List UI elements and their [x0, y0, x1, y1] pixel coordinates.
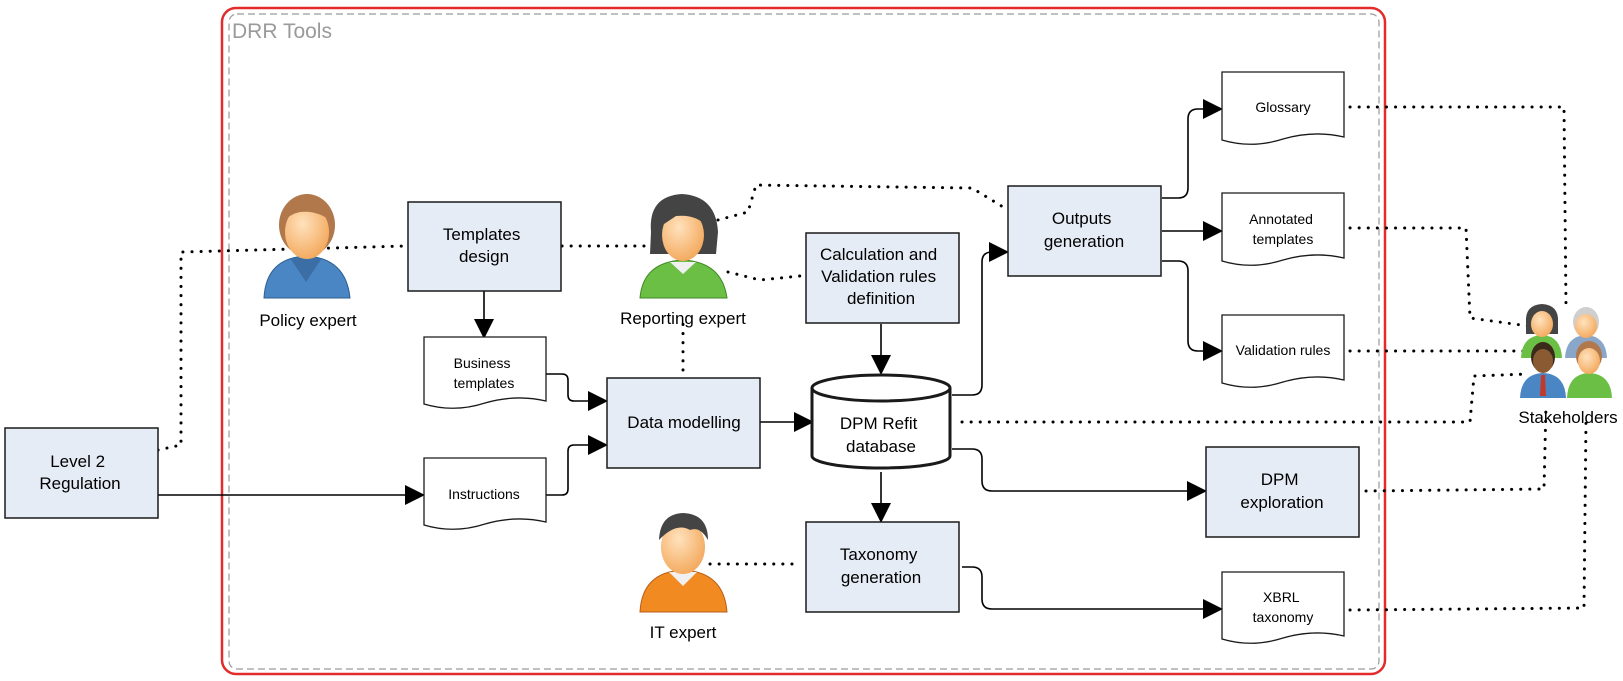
- svg-text:DPM Refit database: DPM Refit database: [840, 414, 922, 456]
- level2-regulation-box: Level 2 Regulation: [4, 427, 159, 519]
- it-expert-label: IT expert: [650, 623, 717, 642]
- svg-text:DPM exploration: DPM exploration: [1240, 470, 1323, 512]
- stakeholders-label: Stakeholders: [1518, 408, 1617, 427]
- templates-design-box: Templates design: [407, 201, 562, 292]
- svg-text:Taxonomy generation: Taxonomy generation: [840, 545, 922, 587]
- taxonomy-generation-box: Taxonomy generation: [805, 521, 960, 613]
- data-modelling-box: Data modelling: [606, 377, 761, 469]
- it-expert-icon: [639, 513, 728, 613]
- svg-text:Annotated templates: Annotated templates: [1249, 211, 1317, 247]
- svg-text:Business templates: Business templates: [454, 355, 515, 391]
- policy-expert-label: Policy expert: [259, 311, 357, 330]
- dpm-refit-database: DPM Refit database: [810, 373, 952, 470]
- business-templates-doc: Business templates: [423, 336, 547, 409]
- dpm-exploration-box: DPM exploration: [1205, 446, 1360, 538]
- svg-text:Level 2 Regulation: Level 2 Regulation: [39, 452, 120, 493]
- calculation-validation-rules-box: Calculation and Validation rules definit…: [805, 232, 960, 324]
- svg-text:Glossary: Glossary: [1255, 99, 1310, 115]
- xbrl-taxonomy-doc: XBRL taxonomy: [1221, 571, 1345, 644]
- svg-text:Data modelling: Data modelling: [627, 413, 740, 432]
- outputs-generation-box: Outputs generation: [1007, 185, 1162, 277]
- instructions-doc: Instructions: [423, 457, 547, 530]
- svg-text:Calculation and Validati: Calculation and Validation rules definit…: [820, 245, 942, 308]
- stakeholders-icon: [1520, 304, 1612, 398]
- glossary-doc: Glossary: [1221, 71, 1345, 145]
- svg-text:Validation rules: Validation rules: [1236, 342, 1331, 358]
- annotated-templates-doc: Annotated templates: [1221, 192, 1345, 266]
- reporting-expert-label: Reporting expert: [620, 309, 746, 328]
- svg-text:Instructions: Instructions: [448, 486, 520, 502]
- validation-rules-doc: Validation rules: [1221, 314, 1345, 388]
- frame-title: DRR Tools: [232, 20, 332, 43]
- svg-text:XBRL taxonomy: XBRL taxonomy: [1253, 589, 1314, 625]
- reporting-expert-icon: [639, 194, 728, 299]
- policy-expert-icon: [263, 194, 351, 299]
- svg-text:Outputs generation: Outputs generation: [1044, 209, 1124, 251]
- svg-text:Templates design: Templates design: [443, 225, 525, 266]
- drr-tools-frame: DRR Tools: [220, 6, 1387, 676]
- flow-arrows: [158, 99, 1223, 619]
